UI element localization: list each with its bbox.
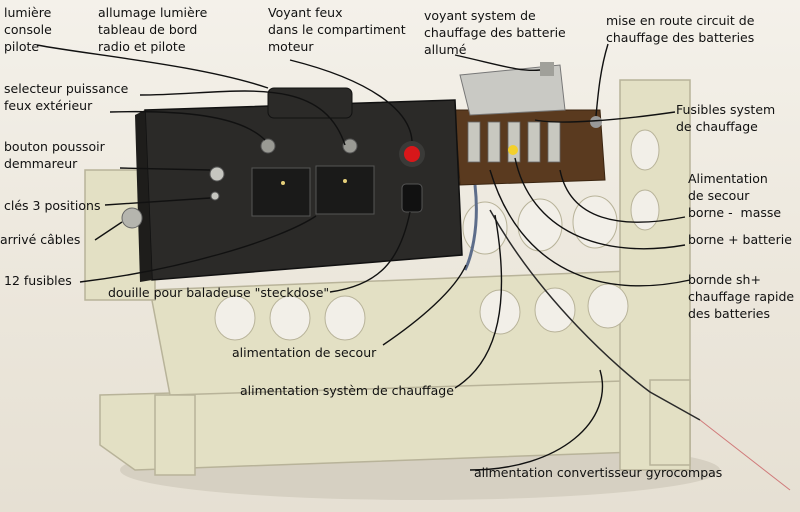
frame-left-leg: [154, 394, 196, 476]
cable-entry: [121, 207, 143, 229]
toggle-console-light: [342, 138, 358, 154]
line-socket: [329, 211, 411, 293]
line-backup-supply: [559, 169, 686, 223]
heating-light: [540, 62, 554, 76]
label-cable-entry: arrivé câbles: [0, 232, 81, 247]
label-engine-fire-light: Voyant feux dans le compartiment moteur: [268, 5, 406, 54]
label-starter-button: bouton poussoir demmareur: [4, 139, 105, 171]
fuse: [487, 121, 501, 163]
label-power-selector: selecteur puissance feux extérieur: [4, 81, 129, 113]
toggle-selector: [260, 138, 276, 154]
line-emergency: [382, 264, 467, 346]
socket: [401, 183, 423, 213]
label-battery-heating-light: voyant system de chauffage des batterie …: [424, 8, 566, 57]
annotation-lines: [36, 43, 691, 471]
line-battery-plus: [514, 157, 686, 250]
fuse: [467, 121, 481, 163]
wire-gyro-end: [699, 419, 791, 491]
label-fuses: 12 fusibles: [4, 273, 72, 288]
frame-hole: [324, 295, 366, 341]
frame-right-leg: [649, 379, 691, 466]
line-power-selector: [109, 110, 266, 141]
frame-hole: [269, 295, 311, 341]
frame-hole: [214, 295, 256, 341]
line-engine-fire: [289, 59, 413, 142]
line-panel-light: [139, 90, 346, 146]
heating-switch-body: [459, 64, 566, 116]
label-sh-terminal: bornde sh+ chauffage rapide des batterie…: [688, 272, 795, 321]
line-starter: [119, 167, 211, 171]
starter-button: [209, 166, 225, 182]
heating-start-switch: [590, 116, 602, 128]
line-heating-light: [454, 54, 541, 72]
fuse: [547, 121, 561, 163]
panel-side: [135, 110, 152, 282]
label-backup-supply: Alimentation de secour borne - masse: [688, 171, 782, 220]
frame-hole: [630, 189, 660, 231]
yellow-indicator: [508, 145, 518, 155]
line-fuse-heating: [534, 111, 676, 123]
line-key-switch: [104, 197, 211, 206]
label-fuse-heating: Fusibles system de chauffage: [676, 102, 776, 134]
line-cable-entry: [94, 221, 123, 241]
key-switch: [210, 191, 220, 201]
line-heating-supply: [454, 214, 503, 389]
frame-hole: [534, 287, 576, 333]
label-heating-supply: alimentation systèm de chauffage: [240, 383, 454, 398]
engine-fire-indicator: [404, 146, 420, 162]
line-gyro-supply: [469, 369, 604, 471]
frame-hole: [587, 283, 629, 329]
label-battery-plus: borne + batterie: [688, 232, 792, 247]
frame-hole: [630, 129, 660, 171]
line-heating-start: [595, 43, 609, 117]
line-fuses: [79, 215, 317, 283]
fuse-cover-stud: [281, 181, 285, 185]
label-key-switch: clés 3 positions: [4, 198, 101, 213]
fuse-cover-stud: [343, 179, 347, 183]
line-console-light: [36, 44, 269, 89]
fuse: [507, 121, 521, 163]
frame-hole: [517, 198, 563, 252]
label-emergency-supply: alimentation de secour: [232, 345, 377, 360]
fuse: [527, 121, 541, 163]
line-sh-terminal: [489, 169, 691, 287]
panel-box: [121, 87, 463, 282]
label-panel-light: allumage lumière tableau de bord radio e…: [98, 5, 208, 54]
wire-blue: [463, 184, 478, 271]
label-battery-heating-start: mise en route circuit de chauffage des b…: [606, 13, 755, 45]
label-console-light: lumière console pilote: [4, 5, 52, 54]
fuse-cover-right: [315, 165, 375, 215]
wire-gyro: [489, 209, 701, 421]
fuse-cover-left: [251, 167, 311, 217]
frame-hole: [572, 195, 618, 249]
label-gyro-supply: alimentation convertisseur gyrocompas: [474, 465, 723, 480]
label-socket: douille pour baladeuse "steckdose": [108, 285, 330, 300]
